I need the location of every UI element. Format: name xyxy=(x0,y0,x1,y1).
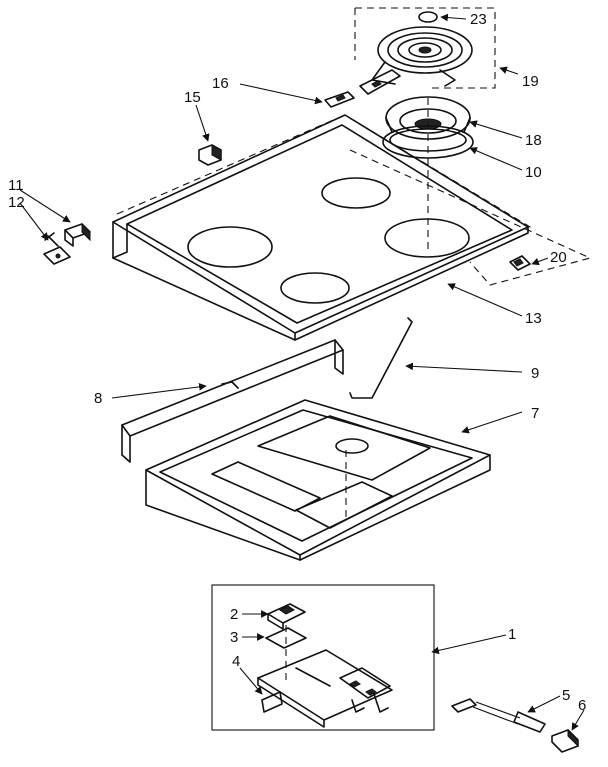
callout-7: 7 xyxy=(531,405,539,422)
callout-3: 3 xyxy=(230,629,238,646)
element-button xyxy=(418,11,438,23)
support-rod xyxy=(349,317,413,399)
mounting-clip xyxy=(509,255,531,271)
surface-element-outline-box xyxy=(349,149,592,286)
callout-23: 20 xyxy=(550,249,567,266)
hinge-pin xyxy=(64,222,91,247)
wiring-harness xyxy=(451,698,546,733)
surface-element xyxy=(371,26,473,87)
burner-opening-right-front xyxy=(384,218,470,258)
callout-6: 6 xyxy=(578,697,586,714)
callout-2: 2 xyxy=(230,606,238,623)
surface-element-group xyxy=(354,7,496,95)
callout-16: 16 xyxy=(212,75,229,92)
switch-bracket xyxy=(257,649,393,728)
burner-opening-left-front xyxy=(280,272,350,304)
callout-20: 23 xyxy=(470,11,487,28)
callout-10: 10 xyxy=(525,164,542,181)
callout-18: 18 xyxy=(525,132,542,149)
callout-13: 13 xyxy=(525,310,542,327)
wire-connector xyxy=(551,728,579,753)
cooktop xyxy=(112,114,536,341)
burner-opening-right-rear xyxy=(321,177,391,209)
switch-shield xyxy=(261,691,283,713)
callout-1: 1 xyxy=(508,626,516,643)
callout-9: 9 xyxy=(531,365,539,382)
callout-5: 5 xyxy=(562,687,570,704)
callout-11: 11 xyxy=(8,177,24,194)
cooktop-liner xyxy=(145,399,491,561)
element-terminal-block xyxy=(359,69,401,95)
callout-19: 19 xyxy=(522,73,539,90)
front-trim-strip xyxy=(121,339,344,463)
callout-15: 15 xyxy=(184,89,201,106)
burner-opening-left-rear xyxy=(187,226,273,268)
leader-lines xyxy=(19,13,585,731)
callout-4: 4 xyxy=(232,653,240,670)
callout-labels: 23 19 18 10 16 15 11 12 20 13 8 9 7 1 2 … xyxy=(8,11,586,714)
trim-ring xyxy=(382,125,474,159)
terminal-clip xyxy=(324,91,355,108)
switch-assembly-box xyxy=(211,584,435,731)
insulator xyxy=(265,627,307,649)
callout-8: 8 xyxy=(94,390,102,407)
bracket xyxy=(198,144,222,166)
callout-12: 12 xyxy=(8,194,25,211)
hinge-screw-plate xyxy=(43,232,71,265)
